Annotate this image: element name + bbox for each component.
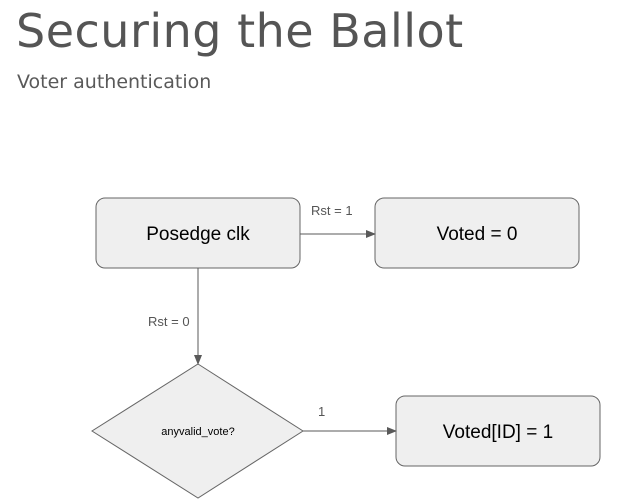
node-voted-id: Voted[ID] = 1 <box>395 395 601 467</box>
node-posedge-clk-label: Posedge clk <box>146 224 250 245</box>
node-voted-zero-label: Voted = 0 <box>437 224 518 245</box>
node-voted-zero: Voted = 0 <box>374 197 580 269</box>
edge-rst-zero-label: Rst = 0 <box>148 314 190 329</box>
node-posedge-clk: Posedge clk <box>95 197 301 269</box>
node-decision: anyvalid_vote? <box>91 363 304 499</box>
edge-one: 1 <box>303 404 397 435</box>
edge-rst-one-label: Rst = 1 <box>311 203 353 218</box>
edge-one-label: 1 <box>318 404 325 419</box>
edge-rst-zero: Rst = 0 <box>148 268 202 365</box>
slide-title: Securing the Ballot <box>16 4 464 58</box>
node-voted-id-label: Voted[ID] = 1 <box>443 422 553 443</box>
node-decision-label: anyvalid_vote? <box>161 426 234 438</box>
slide-subtitle: Voter authentication <box>17 71 212 93</box>
edge-rst-one: Rst = 1 <box>300 203 376 238</box>
